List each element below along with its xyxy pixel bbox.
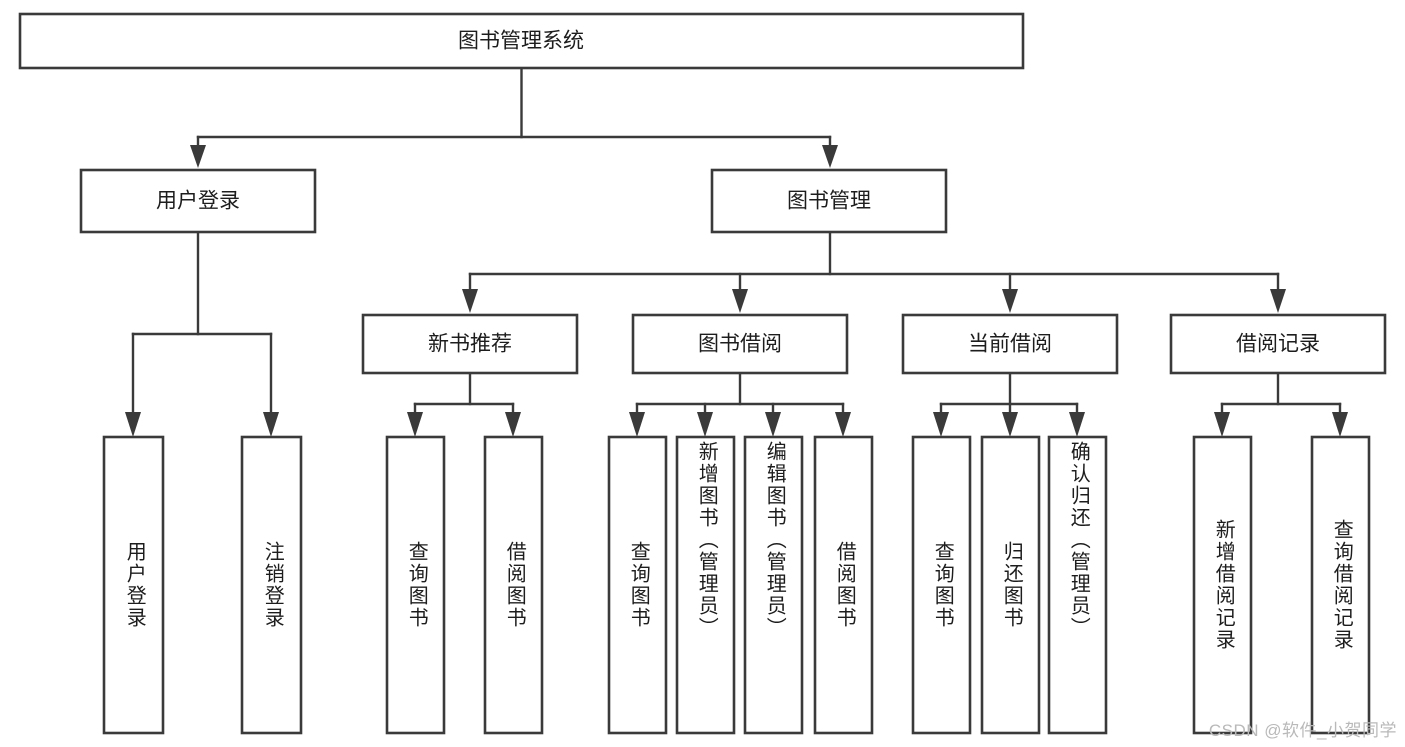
arrow-leaf-query-record [1332,412,1348,437]
node-book-management-box[interactable] [710,168,948,234]
arrow-leaf-current-query [933,412,949,437]
arrow-leaf-logout [263,412,279,437]
leaf-box-add-book-admin[interactable] [675,435,736,735]
arrow-leaf-add-book [697,412,713,437]
leaf-box-query-borrow-record[interactable] [1310,435,1371,735]
node-root-box[interactable] [18,12,1025,70]
leaf-box-confirm-return-admin[interactable] [1047,435,1108,735]
leaf-box-user-login[interactable] [102,435,165,735]
node-new-book-recommend[interactable]: 新书推荐 [361,313,579,375]
arrow-new-book-rec [462,289,478,313]
node-root-label: 图书管理系统 [458,30,584,53]
node-new-book-recommend-box[interactable] [361,313,579,375]
node-user-login[interactable]: 用户登录 [79,168,317,234]
arrow-leaf-return-book [1002,412,1018,437]
arrow-to-user-login [190,145,206,168]
node-book-borrow-label: 图书借阅 [698,333,782,356]
arrow-borrow-record [1270,289,1286,313]
node-borrow-record[interactable]: 借阅记录 [1169,313,1387,375]
node-user-login-box[interactable] [79,168,317,234]
node-book-management[interactable]: 图书管理 [710,168,948,234]
arrow-leaf-confirm-return [1069,412,1085,437]
leaf-box-return-book[interactable] [980,435,1041,735]
leaf-box-logout[interactable] [240,435,303,735]
node-user-login-label: 用户登录 [156,190,240,213]
csdn-watermark: CSDN @软件_小贺同学 [1208,721,1397,740]
arrow-leaf-edit-book [765,412,781,437]
node-borrow-record-label: 借阅记录 [1236,333,1320,356]
arrow-leaf-rec-borrow [505,412,521,437]
node-book-borrow-box[interactable] [631,313,849,375]
node-current-borrow[interactable]: 当前借阅 [901,313,1119,375]
leaf-box-rec-borrow-book[interactable] [483,435,544,735]
arrow-current-borrow [1002,289,1018,313]
node-current-borrow-box[interactable] [901,313,1119,375]
arrow-leaf-add-record [1214,412,1230,437]
arrow-leaf-rec-query [407,412,423,437]
arrow-leaf-user-login [125,412,141,437]
arrow-leaf-borrow-query [629,412,645,437]
leaf-box-add-borrow-record[interactable] [1192,435,1253,735]
node-root-book-management-system[interactable]: 图书管理系统 [18,12,1025,70]
leaf-box-edit-book-admin[interactable] [743,435,804,735]
leaf-box-borrow-book[interactable] [813,435,874,735]
leaf-box-current-query-book[interactable] [911,435,972,735]
leaf-box-borrow-query-book[interactable] [607,435,668,735]
arrow-leaf-borrow-book [835,412,851,437]
connectors [125,66,1348,437]
leaf-box-rec-query-book[interactable] [385,435,446,735]
arrow-book-borrow [732,289,748,313]
node-book-borrow[interactable]: 图书借阅 [631,313,849,375]
arrow-to-book-manage [822,145,838,168]
node-current-borrow-label: 当前借阅 [968,333,1052,356]
node-borrow-record-box[interactable] [1169,313,1387,375]
node-new-book-recommend-label: 新书推荐 [428,333,512,356]
node-book-management-label: 图书管理 [787,190,871,213]
leaf-nodes [102,435,1371,735]
